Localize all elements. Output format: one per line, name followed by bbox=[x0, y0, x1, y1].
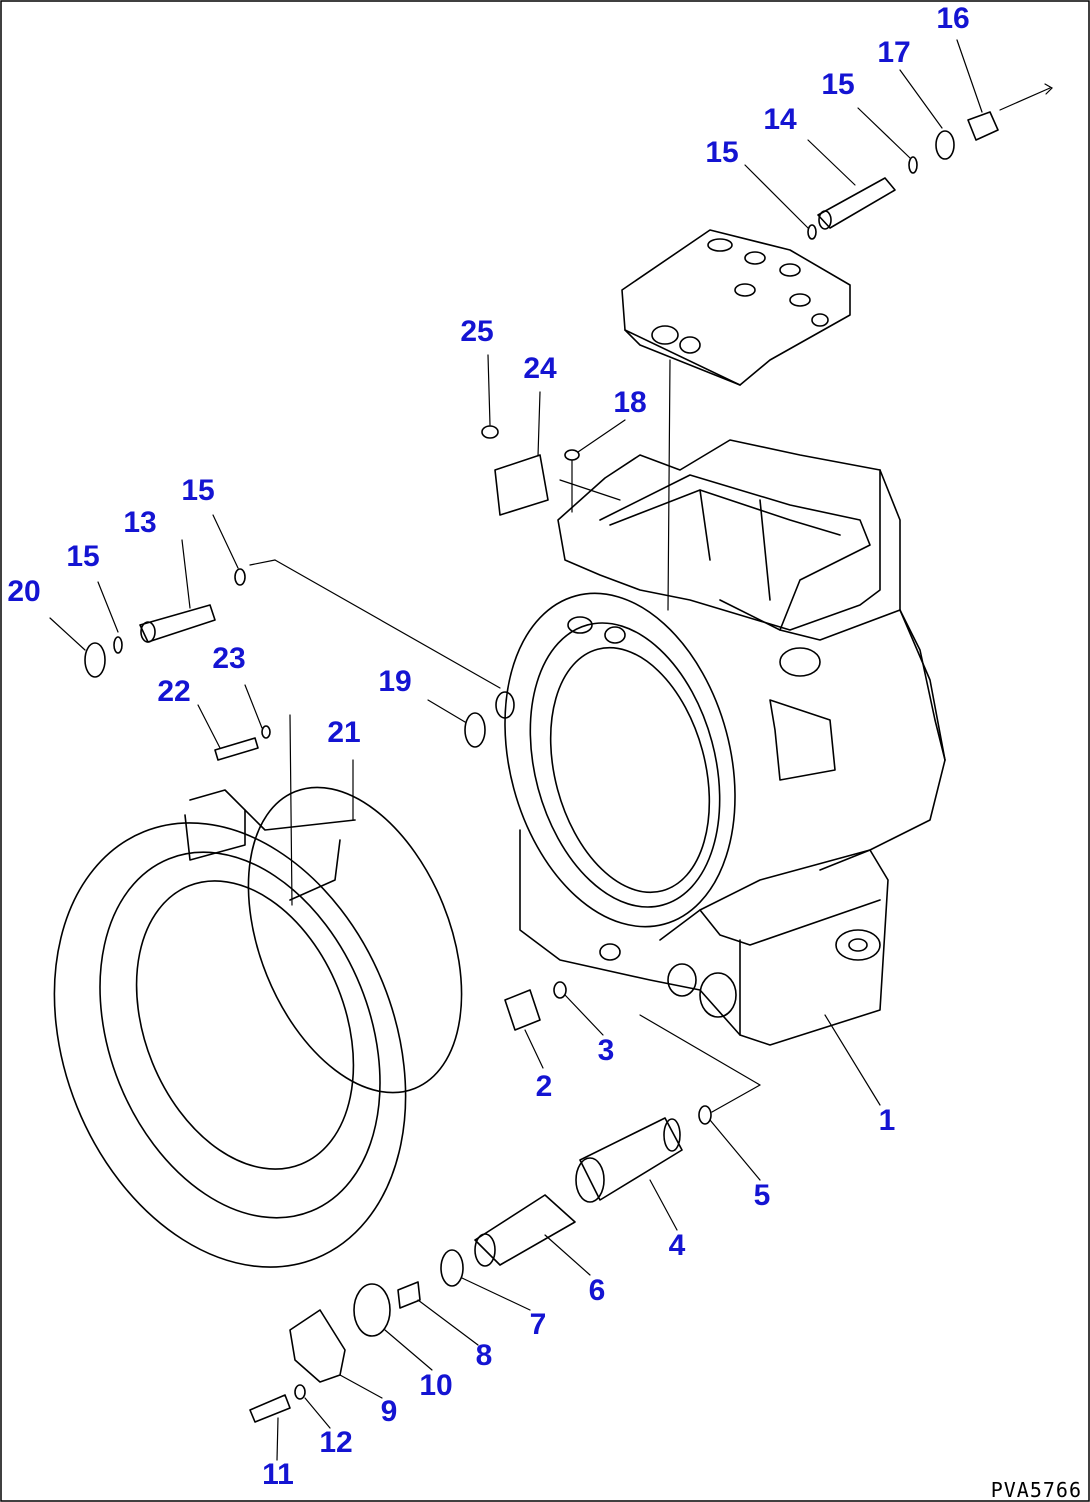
callout-15-c: 15 bbox=[181, 474, 215, 507]
callout-23: 23 bbox=[212, 642, 246, 675]
callout-16: 16 bbox=[936, 2, 970, 35]
callout-19: 19 bbox=[378, 665, 412, 698]
valve-block bbox=[621, 229, 851, 611]
callout-7: 7 bbox=[529, 1308, 547, 1341]
callout-11: 11 bbox=[262, 1458, 294, 1491]
callout-12: 12 bbox=[319, 1426, 353, 1459]
callout-9: 9 bbox=[380, 1395, 398, 1428]
callout-18: 18 bbox=[613, 386, 647, 419]
callout-15-d: 15 bbox=[66, 540, 100, 573]
callout-24: 24 bbox=[523, 352, 557, 385]
callout-13: 13 bbox=[123, 506, 157, 539]
leader-lines bbox=[49, 39, 983, 1461]
callout-17: 17 bbox=[877, 36, 911, 69]
callout-3: 3 bbox=[597, 1034, 615, 1067]
callout-14: 14 bbox=[763, 103, 797, 136]
callout-4: 4 bbox=[668, 1229, 686, 1262]
callout-5: 5 bbox=[753, 1179, 771, 1212]
housing-part-1 bbox=[495, 439, 946, 1046]
callout-25: 25 bbox=[460, 315, 494, 348]
callout-20: 20 bbox=[7, 575, 41, 608]
callout-22: 22 bbox=[157, 675, 191, 708]
callout-8: 8 bbox=[475, 1339, 493, 1372]
callout-2: 2 bbox=[535, 1070, 553, 1103]
callout-15-a: 15 bbox=[705, 136, 739, 169]
callout-21: 21 bbox=[327, 716, 361, 749]
callout-10: 10 bbox=[419, 1369, 453, 1402]
drawing-code: PVA5766 bbox=[990, 1478, 1082, 1502]
small-parts bbox=[84, 83, 1053, 1423]
ring-part-21 bbox=[53, 714, 463, 1268]
callout-6: 6 bbox=[588, 1274, 606, 1307]
callout-15-b: 15 bbox=[821, 68, 855, 101]
callout-1: 1 bbox=[878, 1104, 896, 1137]
